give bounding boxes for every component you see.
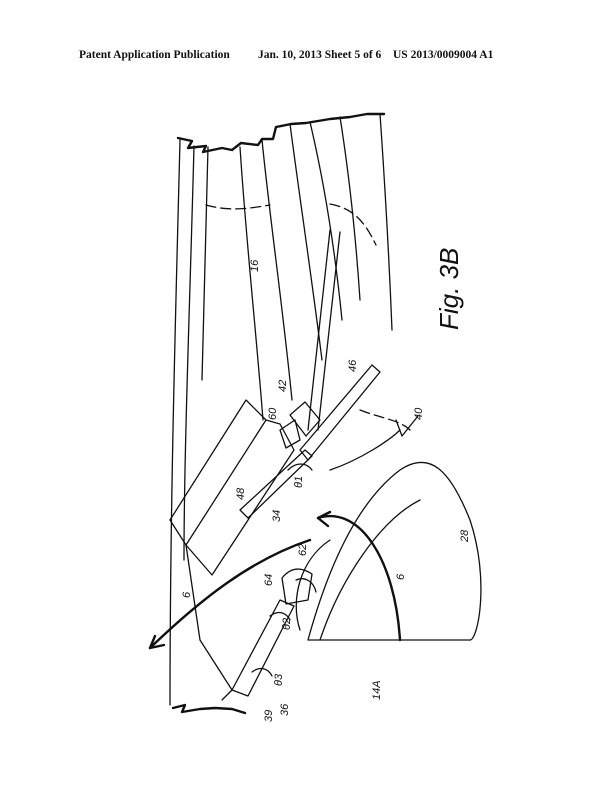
label-theta3: θ3 xyxy=(273,673,285,686)
top-break-line xyxy=(176,112,386,154)
body-inner-line-6 xyxy=(309,121,343,321)
body-inner-line-5 xyxy=(289,123,323,361)
body-dashed-line-2 xyxy=(329,203,377,246)
label-60: 60 xyxy=(267,407,279,420)
label-34: 34 xyxy=(271,510,283,522)
body-inner-line-8 xyxy=(379,113,393,331)
label-arrow-6-left: 6 xyxy=(181,591,193,598)
strut-46-up xyxy=(307,229,331,431)
label-36: 36 xyxy=(279,703,291,716)
label-16: 16 xyxy=(249,259,261,272)
nacelle-dashed xyxy=(359,409,411,431)
arrow-left-head xyxy=(148,634,166,650)
label-theta1: θ1 xyxy=(293,476,305,488)
body-dashed-line-1 xyxy=(205,204,271,210)
part-62 xyxy=(295,578,317,593)
theta1-arc xyxy=(287,463,313,471)
part-64 xyxy=(281,568,313,605)
label-theta2: θ2 xyxy=(281,618,293,630)
bracket-40 xyxy=(395,415,419,437)
door-36 xyxy=(231,599,295,697)
strut-46-up-2 xyxy=(317,231,341,431)
nacelle-upper xyxy=(329,429,401,471)
flap-48-outline xyxy=(185,419,295,576)
flap-48-edge xyxy=(169,399,267,521)
publication-title: Patent Application Publication xyxy=(79,49,230,61)
label-14a: 14A xyxy=(371,680,383,700)
body-inner-line-7 xyxy=(339,116,361,301)
pivot-60 xyxy=(279,419,301,449)
patent-number: US 2013/0009004 A1 xyxy=(393,49,494,61)
flap-48-side xyxy=(169,519,187,546)
body-inner-line-3 xyxy=(239,146,264,421)
rod-34 xyxy=(239,449,313,519)
label-62: 62 xyxy=(297,544,309,556)
nacelle-outer xyxy=(307,461,482,641)
door-edge xyxy=(199,639,233,691)
bottom-break-line xyxy=(171,703,247,715)
label-64: 64 xyxy=(263,574,275,586)
label-39: 39 xyxy=(263,710,275,722)
arrow-left-curve xyxy=(148,538,312,650)
label-48: 48 xyxy=(235,487,247,500)
nacelle-inner xyxy=(319,499,421,641)
link-42 xyxy=(289,401,321,437)
door-39 xyxy=(221,689,233,701)
label-40: 40 xyxy=(413,407,425,420)
arrow-right-curve xyxy=(316,515,402,642)
page-header: Patent Application Publication Jan. 10, … xyxy=(0,49,614,69)
label-42: 42 xyxy=(277,380,289,392)
label-46: 46 xyxy=(347,359,359,372)
label-arrow-6-right: 6 xyxy=(395,573,407,580)
figure-caption: Fig. 3B xyxy=(434,248,464,330)
theta3-arc xyxy=(251,667,273,677)
nacelle-lip xyxy=(295,539,331,631)
body-left-edge xyxy=(169,139,181,706)
date-sheet: Jan. 10, 2013 Sheet 5 of 6 xyxy=(258,49,382,61)
body-inner-line-1 xyxy=(183,145,195,561)
label-28: 28 xyxy=(459,529,471,543)
flap-48-lower xyxy=(185,544,201,641)
body-inner-line-2 xyxy=(201,146,209,381)
rod-46 xyxy=(299,364,381,461)
theta2-arc xyxy=(269,611,291,621)
arrow-right-head xyxy=(316,510,332,528)
body-inner-line-4 xyxy=(261,139,293,401)
